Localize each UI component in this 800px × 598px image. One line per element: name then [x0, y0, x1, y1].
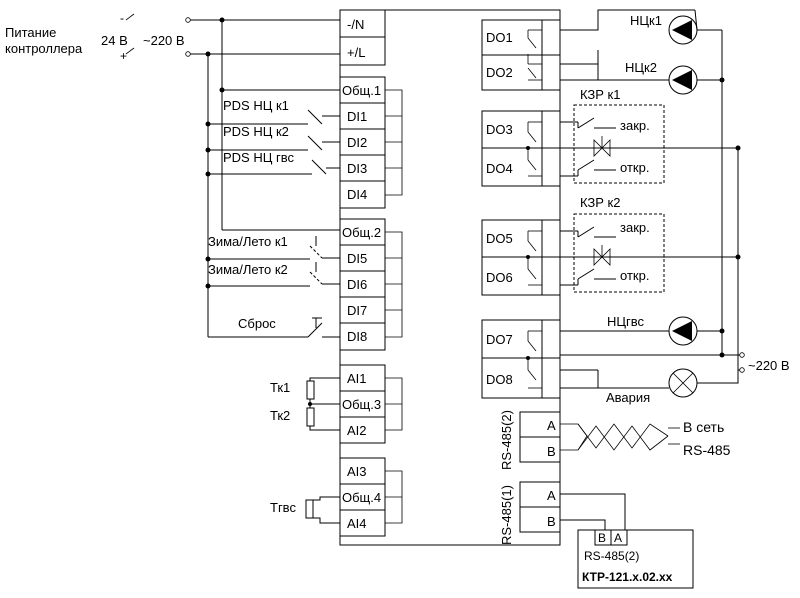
pump-k1-label: НЦк1 [630, 13, 662, 28]
valve-k2-close: закр. [620, 220, 650, 235]
rs485-2-label: RS-485(2) [499, 410, 514, 470]
terminal-ai2: AI2 [347, 423, 367, 438]
terminal-do2: DO2 [486, 65, 513, 80]
terminal-do7: DO7 [486, 332, 513, 347]
terminal-common1: Общ.1 [342, 83, 381, 98]
terminal-ai3: AI3 [347, 464, 367, 479]
terminal-di3: DI3 [347, 161, 367, 176]
ktr-terminal-a: A [614, 531, 622, 545]
valve-k2-label: КЗР к2 [580, 195, 620, 210]
network-line2: RS-485 [683, 442, 731, 458]
power-terminal-n [185, 17, 191, 23]
terminal-di2: DI2 [347, 135, 367, 150]
output-wiring: НЦк1 НЦк2 КЗР к1 закр. откр. КЗР к2 [560, 9, 790, 405]
analog-input-wiring: Тк1 Тк2 Тгвс [270, 377, 340, 524]
terminal-do6: DO6 [486, 270, 513, 285]
terminal-di5: DI5 [347, 251, 367, 266]
terminal-ai4: AI4 [347, 516, 367, 531]
terminal-do4: DO4 [486, 161, 513, 176]
tk2-sensor [306, 407, 315, 427]
terminal-di1: DI1 [347, 109, 367, 124]
terminal-do8: DO8 [486, 372, 513, 387]
valve-k1-icon [593, 139, 603, 157]
supply-label: ~220 В [748, 358, 790, 373]
pds-k1-label: PDS НЦ к1 [223, 98, 289, 113]
ktr-model-label: КТР-121.x.02.xx [582, 570, 673, 584]
rs485-1-b: B [547, 514, 556, 529]
alarm-label: Авария [606, 390, 650, 405]
rs485-2-b: B [547, 444, 556, 459]
power-plus-sign: + [120, 49, 127, 63]
supply-terminal-1 [739, 352, 745, 358]
power-label-line1: Питание [5, 25, 56, 40]
power-supply-section: Питание контроллера 24 В ~220 В - + [5, 11, 340, 63]
pds-gvs-label: PDS НЦ гвс [223, 150, 294, 165]
power-terminal-l [185, 51, 191, 57]
digital-input-wiring: PDS НЦ к1 PDS НЦ к2 PDS НЦ гвс Зима/Лето… [207, 87, 340, 338]
terminal-l: +/L [347, 45, 365, 60]
rs485-ports: A B RS-485(2) A B RS-485(1) [499, 410, 561, 545]
valve-k1-close: закр. [620, 118, 650, 133]
relay-contacts [526, 29, 542, 389]
power-220v-label: ~220 В [143, 33, 185, 48]
internal-input-brackets [385, 89, 403, 524]
pds-k2-label: PDS НЦ к2 [223, 124, 289, 139]
valve-k2-open: откр. [620, 268, 649, 283]
right-terminal-strip: DO1 DO2 DO3 DO4 DO5 DO6 DO7 DO8 [481, 19, 561, 399]
supply-terminal-2 [739, 367, 745, 373]
terminal-di7: DI7 [347, 303, 367, 318]
rs485-1-a: A [547, 488, 556, 503]
tgvs-sensor [305, 499, 314, 519]
valve-k2-icon [593, 248, 603, 266]
terminal-common4: Общ.4 [342, 490, 381, 505]
rs485-network: В сеть RS-485 [560, 419, 731, 458]
pump-gvs-label: НЦгвс [607, 314, 645, 329]
ktr-terminal-b: B [598, 531, 606, 545]
rs485-1-label: RS-485(1) [499, 485, 514, 545]
terminal-common2: Общ.2 [342, 225, 381, 240]
terminal-do5: DO5 [486, 231, 513, 246]
network-line1: В сеть [683, 419, 724, 435]
pump-k2-label: НЦк2 [625, 60, 657, 75]
terminal-do3: DO3 [486, 122, 513, 137]
valve-k2-box [573, 213, 665, 293]
valve-k1-label: КЗР к1 [580, 87, 620, 102]
valve-k1-box [573, 104, 665, 184]
tk1-label: Тк1 [270, 380, 290, 395]
terminal-di6: DI6 [347, 277, 367, 292]
terminal-di4: DI4 [347, 187, 367, 202]
ktr-port-label: RS-485(2) [584, 549, 639, 563]
power-minus-sign: - [120, 11, 124, 25]
winter-summer-k1-label: Зима/Лето к1 [208, 234, 288, 249]
tk2-label: Тк2 [270, 408, 290, 423]
terminal-common3: Общ.3 [342, 397, 381, 412]
tgvs-label: Тгвс [270, 500, 296, 515]
tk1-sensor [306, 380, 315, 400]
terminal-do1: DO1 [486, 30, 513, 45]
terminal-ai1: AI1 [347, 371, 367, 386]
winter-summer-k2-label: Зима/Лето к2 [208, 262, 288, 277]
terminal-n: -/N [347, 17, 364, 32]
power-24v-label: 24 В [101, 33, 128, 48]
reset-label: Сброс [238, 316, 276, 331]
ktr-module: B A RS-485(2) КТР-121.x.02.xx [560, 493, 694, 589]
power-label-line2: контроллера [5, 41, 83, 56]
rs485-2-a: A [547, 418, 556, 433]
left-terminal-strip: -/N +/L Общ.1 DI1 DI2 DI3 DI4 Общ.2 DI5 … [339, 9, 386, 537]
terminal-di8: DI8 [347, 329, 367, 344]
valve-k1-open: откр. [620, 160, 649, 175]
